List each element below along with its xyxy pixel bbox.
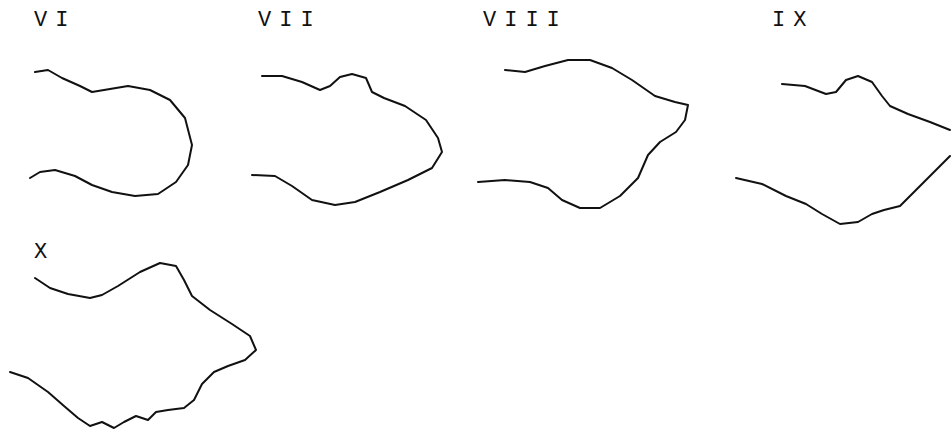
outline-x [10, 263, 256, 428]
figure-number: VI [34, 10, 76, 32]
figure-number: IX [772, 10, 814, 32]
figure-number: VII [258, 10, 322, 32]
outline-viii [478, 60, 688, 208]
outline-ix-lower [736, 156, 950, 224]
figure-number: VIII [483, 10, 568, 32]
outline-ix [782, 76, 950, 130]
figure-number: X [34, 242, 55, 264]
outline-vii [252, 74, 442, 205]
outline-vi [30, 70, 192, 196]
